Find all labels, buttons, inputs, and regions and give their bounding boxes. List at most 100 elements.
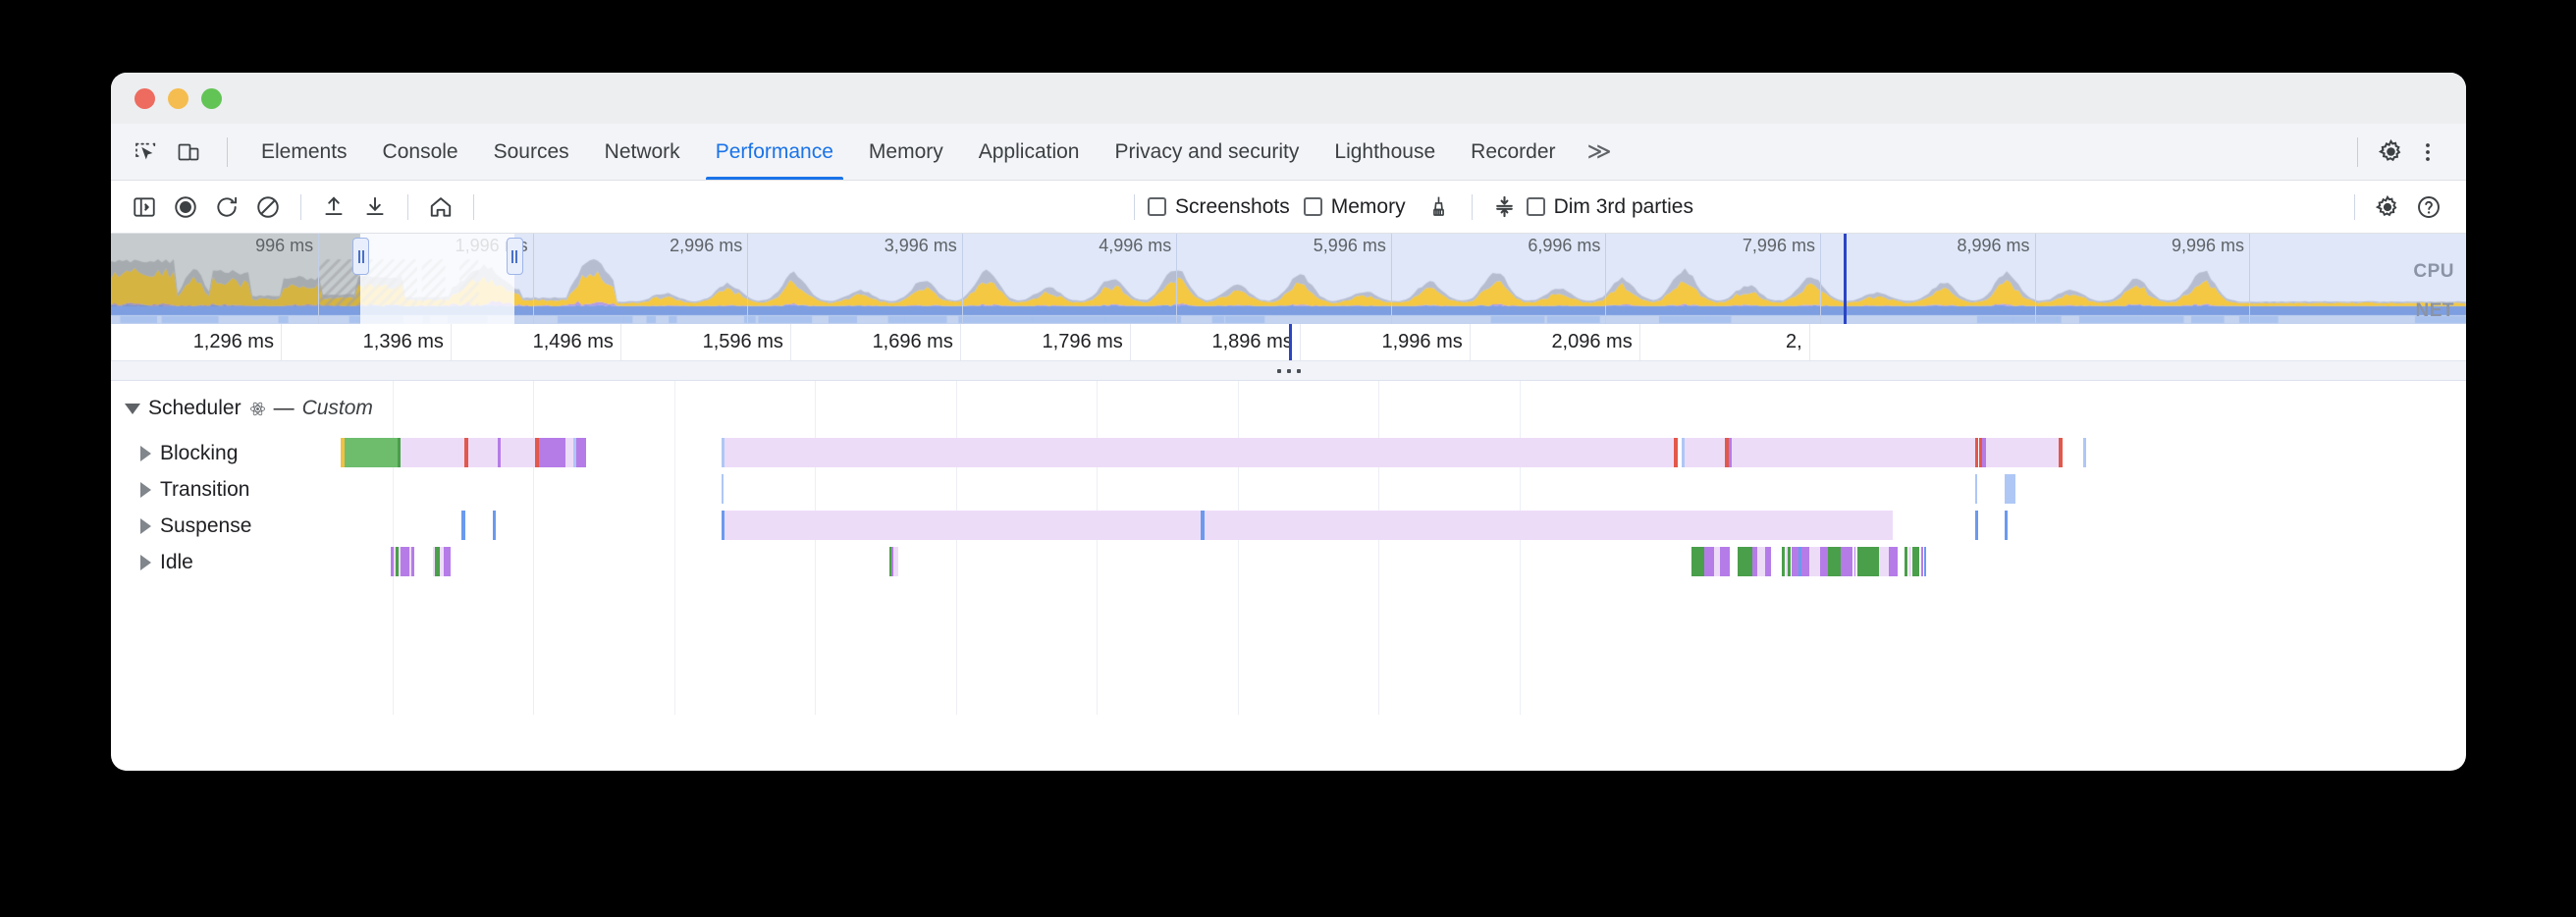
flame-segment[interactable] (1732, 438, 1976, 467)
pane-resize-handle[interactable] (111, 361, 2466, 381)
flame-segment[interactable] (1782, 547, 1786, 576)
flame-segment[interactable] (391, 547, 395, 576)
flame-segment[interactable] (1979, 438, 1983, 467)
flame-segment[interactable] (1737, 547, 1752, 576)
flame-segment[interactable] (724, 511, 1202, 540)
flame-segment[interactable] (399, 547, 402, 576)
flame-segment[interactable] (1982, 438, 1987, 467)
flame-segment[interactable] (444, 547, 451, 576)
tab-network[interactable]: Network (604, 139, 680, 163)
group-header-scheduler[interactable]: Scheduler — Custom (125, 397, 373, 420)
flame-segment[interactable] (1713, 547, 1720, 576)
memory-checkbox[interactable]: Memory (1303, 195, 1406, 219)
flame-segment[interactable] (1857, 547, 1880, 576)
flame-segment[interactable] (534, 438, 540, 467)
flame-segment[interactable] (1975, 474, 1978, 504)
track-row-suspense[interactable] (263, 511, 2466, 540)
flame-segment[interactable] (1792, 547, 1799, 576)
flame-segment[interactable] (1986, 438, 2060, 467)
screenshots-checkbox[interactable]: Screenshots (1148, 195, 1290, 219)
more-tabs-icon[interactable]: ≫ (1586, 138, 1612, 165)
track-row-transition[interactable] (263, 474, 2466, 504)
track-row-blocking[interactable] (263, 438, 2466, 467)
flame-segment[interactable] (2082, 438, 2086, 467)
flame-segment[interactable] (461, 511, 465, 540)
flame-segment[interactable] (1841, 547, 1852, 576)
flame-segment[interactable] (1204, 511, 1894, 540)
flame-segment[interactable] (564, 438, 570, 467)
flame-segment[interactable] (340, 438, 346, 467)
flame-segment[interactable] (1201, 511, 1205, 540)
flame-segment[interactable] (411, 547, 415, 576)
flame-segment[interactable] (1905, 547, 1908, 576)
flame-segment[interactable] (1682, 438, 1686, 467)
flame-segment[interactable] (1923, 547, 1926, 576)
capture-settings-gear-icon[interactable] (2368, 188, 2407, 227)
flame-segment[interactable] (1888, 547, 1898, 576)
tab-application[interactable]: Application (978, 139, 1080, 163)
chevron-right-icon[interactable] (140, 518, 151, 534)
flame-segment[interactable] (468, 438, 499, 467)
flame-segment[interactable] (724, 438, 1674, 467)
shrink-tracks-button[interactable] (1485, 188, 1525, 227)
flame-segment[interactable] (435, 547, 441, 576)
flame-segment[interactable] (573, 438, 577, 467)
collect-garbage-button[interactable] (1420, 188, 1459, 227)
flame-segment[interactable] (1725, 438, 1729, 467)
flame-segment[interactable] (1827, 547, 1842, 576)
flame-segment[interactable] (1764, 547, 1771, 576)
overview-selected-range[interactable] (360, 234, 514, 324)
flame-segment[interactable] (395, 547, 399, 576)
flame-segment[interactable] (1975, 438, 1979, 467)
flame-segment[interactable] (888, 547, 891, 576)
flame-segment[interactable] (1879, 547, 1889, 576)
tab-performance[interactable]: Performance (698, 124, 851, 180)
tab-lighthouse[interactable]: Lighthouse (1334, 139, 1436, 163)
tab-console[interactable]: Console (382, 139, 458, 163)
flame-segment[interactable] (1820, 547, 1828, 576)
flame-segment[interactable] (501, 438, 535, 467)
flame-segment[interactable] (1785, 547, 1788, 576)
clear-button[interactable] (248, 188, 288, 227)
minimize-window-button[interactable] (168, 87, 188, 109)
flame-segment[interactable] (1788, 547, 1792, 576)
flame-segment[interactable] (1685, 438, 1726, 467)
track-label-transition[interactable]: Transition (140, 478, 249, 502)
tab-elements[interactable]: Elements (261, 139, 348, 163)
flame-segment[interactable] (432, 547, 436, 576)
track-label-blocking[interactable]: Blocking (140, 442, 238, 465)
flame-segment[interactable] (1911, 547, 1920, 576)
flame-segment[interactable] (890, 547, 893, 576)
tab-sources[interactable]: Sources (493, 139, 569, 163)
selection-handle-left[interactable] (352, 238, 370, 275)
help-icon[interactable] (2409, 188, 2448, 227)
flame-segment[interactable] (401, 547, 410, 576)
track-row-idle[interactable] (263, 547, 2466, 576)
chevron-right-icon[interactable] (140, 482, 151, 498)
tab-privacy-and-security[interactable]: Privacy and security (1114, 139, 1300, 163)
flame-segment[interactable] (569, 438, 574, 467)
flame-segment[interactable] (576, 438, 586, 467)
chevron-right-icon[interactable] (140, 555, 151, 570)
more-options-icon[interactable] (2411, 135, 2444, 169)
flame-segment[interactable] (1728, 438, 1733, 467)
flame-segment[interactable] (2004, 474, 2016, 504)
track-label-suspense[interactable]: Suspense (140, 514, 251, 538)
flame-segment[interactable] (397, 438, 402, 467)
timeline-ruler[interactable]: 1,196 ms1,296 ms1,396 ms1,496 ms1,596 ms… (111, 324, 2466, 361)
flame-segment[interactable] (498, 438, 502, 467)
track-label-idle[interactable]: Idle (140, 551, 193, 574)
toggle-sidebar-button[interactable] (125, 188, 164, 227)
flame-segment[interactable] (1691, 547, 1705, 576)
record-button[interactable] (166, 188, 205, 227)
flame-segment[interactable] (2059, 438, 2063, 467)
flame-segment[interactable] (546, 438, 565, 467)
dim-3rd-parties-checkbox-box[interactable] (1526, 197, 1545, 216)
flame-segment[interactable] (440, 547, 445, 576)
flame-segment[interactable] (1920, 547, 1923, 576)
memory-checkbox-box[interactable] (1303, 197, 1322, 216)
flame-segment[interactable] (539, 438, 547, 467)
flame-segment[interactable] (345, 438, 398, 467)
flame-segment[interactable] (401, 438, 464, 467)
